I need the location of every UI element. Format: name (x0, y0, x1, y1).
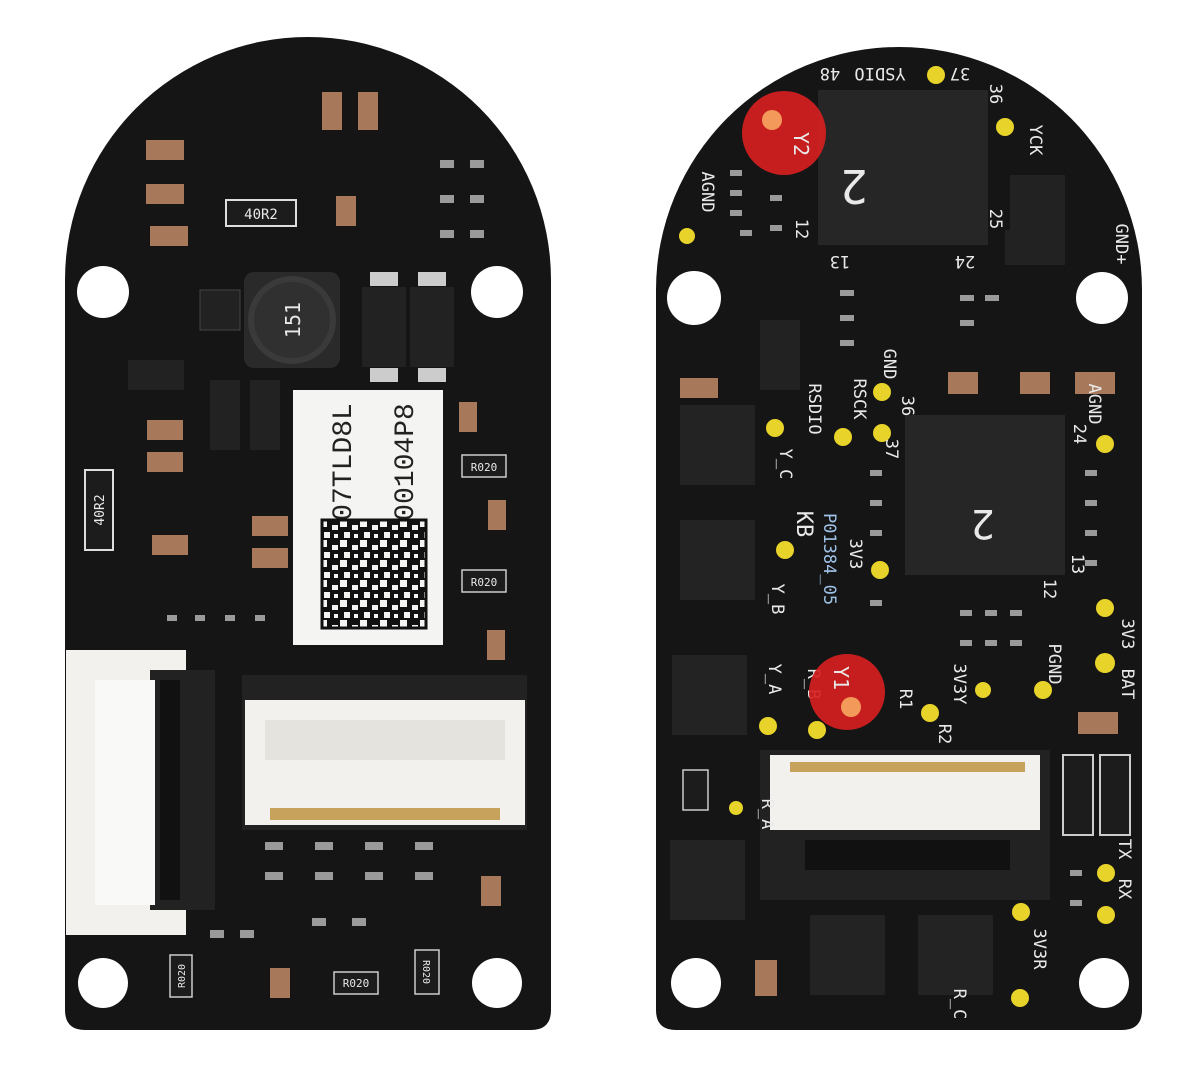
marker-y2: Y2 (742, 91, 826, 175)
sticker-line1: 07TLD8L (329, 403, 360, 521)
label-r1: R1 (895, 689, 915, 709)
label-bat: BAT (1117, 669, 1137, 700)
label-part-no: P01384_05 (819, 513, 839, 605)
label-pin25: 25 (985, 209, 1005, 229)
label-r2: R2 (934, 724, 954, 744)
svg-text:R020: R020 (177, 964, 188, 988)
left-vertical-connector (66, 650, 215, 935)
chip-top: 2 (818, 90, 988, 245)
resistor-r020-e: R020 (414, 949, 440, 995)
resistor-r020-c: R020 (169, 954, 193, 998)
resistor-r020-d: R020 (333, 971, 379, 995)
svg-text:2: 2 (840, 159, 868, 213)
svg-text:40R2: 40R2 (244, 207, 278, 223)
left-horizontal-connector (242, 675, 527, 830)
label-pin13-top: 13 (830, 251, 850, 271)
label-y-b: Y_B (767, 584, 787, 615)
label-r-c: R_C (949, 989, 969, 1020)
resistor-r020-b: R020 (461, 569, 507, 593)
label-pin13-mid: 13 (1067, 554, 1087, 574)
marker-y1: Y1 (809, 654, 885, 730)
label-tx: TX (1114, 839, 1134, 860)
svg-text:2: 2 (971, 500, 995, 546)
label-gnd-plus: GND+ (1111, 224, 1131, 265)
label-pin37-mid: 37 (881, 439, 901, 459)
right-connector (760, 750, 1050, 900)
label-pin37-top: 37 (950, 63, 970, 83)
label-y-c: Y_C (775, 449, 795, 480)
inductor-mark: 151 (281, 302, 305, 338)
left-board: 151 40R2 40R2 (65, 37, 551, 1030)
serial-sticker: 07TLD8L 00104P8 (293, 390, 443, 645)
svg-text:R020: R020 (471, 461, 498, 474)
resistor-40r2-left: 40R2 (84, 469, 114, 551)
label-r-a: R_A (757, 799, 777, 830)
label-rsck: RSCK (849, 379, 869, 421)
sticker-line2: 00104P8 (391, 403, 422, 521)
label-gnd-mid: GND (879, 349, 899, 380)
svg-text:40R2: 40R2 (93, 494, 108, 525)
label-pin12-top: 12 (791, 219, 811, 239)
chip-mid: 2 (905, 415, 1065, 575)
label-pgnd: PGND (1044, 644, 1064, 685)
test-pads (679, 66, 1115, 1007)
label-yck: YCK (1025, 125, 1045, 156)
svg-text:R020: R020 (420, 960, 431, 984)
label-pin48: 48 (820, 63, 840, 83)
label-rx: RX (1114, 879, 1134, 900)
label-agnd-left: AGND (697, 172, 717, 213)
right-board: 2 2 (656, 47, 1142, 1030)
label-ysdio: YSDIO (854, 63, 905, 83)
label-kb: KB (791, 511, 816, 538)
resistor-r020-a: R020 (461, 454, 507, 478)
label-3v3y: 3V3Y (949, 664, 969, 705)
label-agnd-right: AGND (1084, 384, 1104, 425)
svg-text:R020: R020 (471, 576, 498, 589)
label-3v3-mid: 3V3 (845, 539, 865, 570)
label-pin36-mid: 36 (897, 396, 917, 416)
label-pin24-mid: 24 (1069, 424, 1089, 444)
label-rsdio: RSDIO (804, 383, 824, 434)
label-pin12-mid: 12 (1039, 579, 1059, 599)
svg-text:Y1: Y1 (829, 666, 853, 690)
label-y-a: Y_A (764, 664, 784, 695)
resistor-40r2-top: 40R2 (225, 199, 297, 227)
svg-text:Y2: Y2 (789, 132, 813, 156)
label-pin24-top: 24 (955, 251, 975, 271)
datamatrix-code (320, 518, 428, 630)
label-3v3r: 3V3R (1029, 929, 1049, 971)
label-3v3-right: 3V3 (1117, 619, 1137, 650)
svg-text:R020: R020 (343, 977, 370, 990)
label-pin36-top: 36 (985, 84, 1005, 104)
